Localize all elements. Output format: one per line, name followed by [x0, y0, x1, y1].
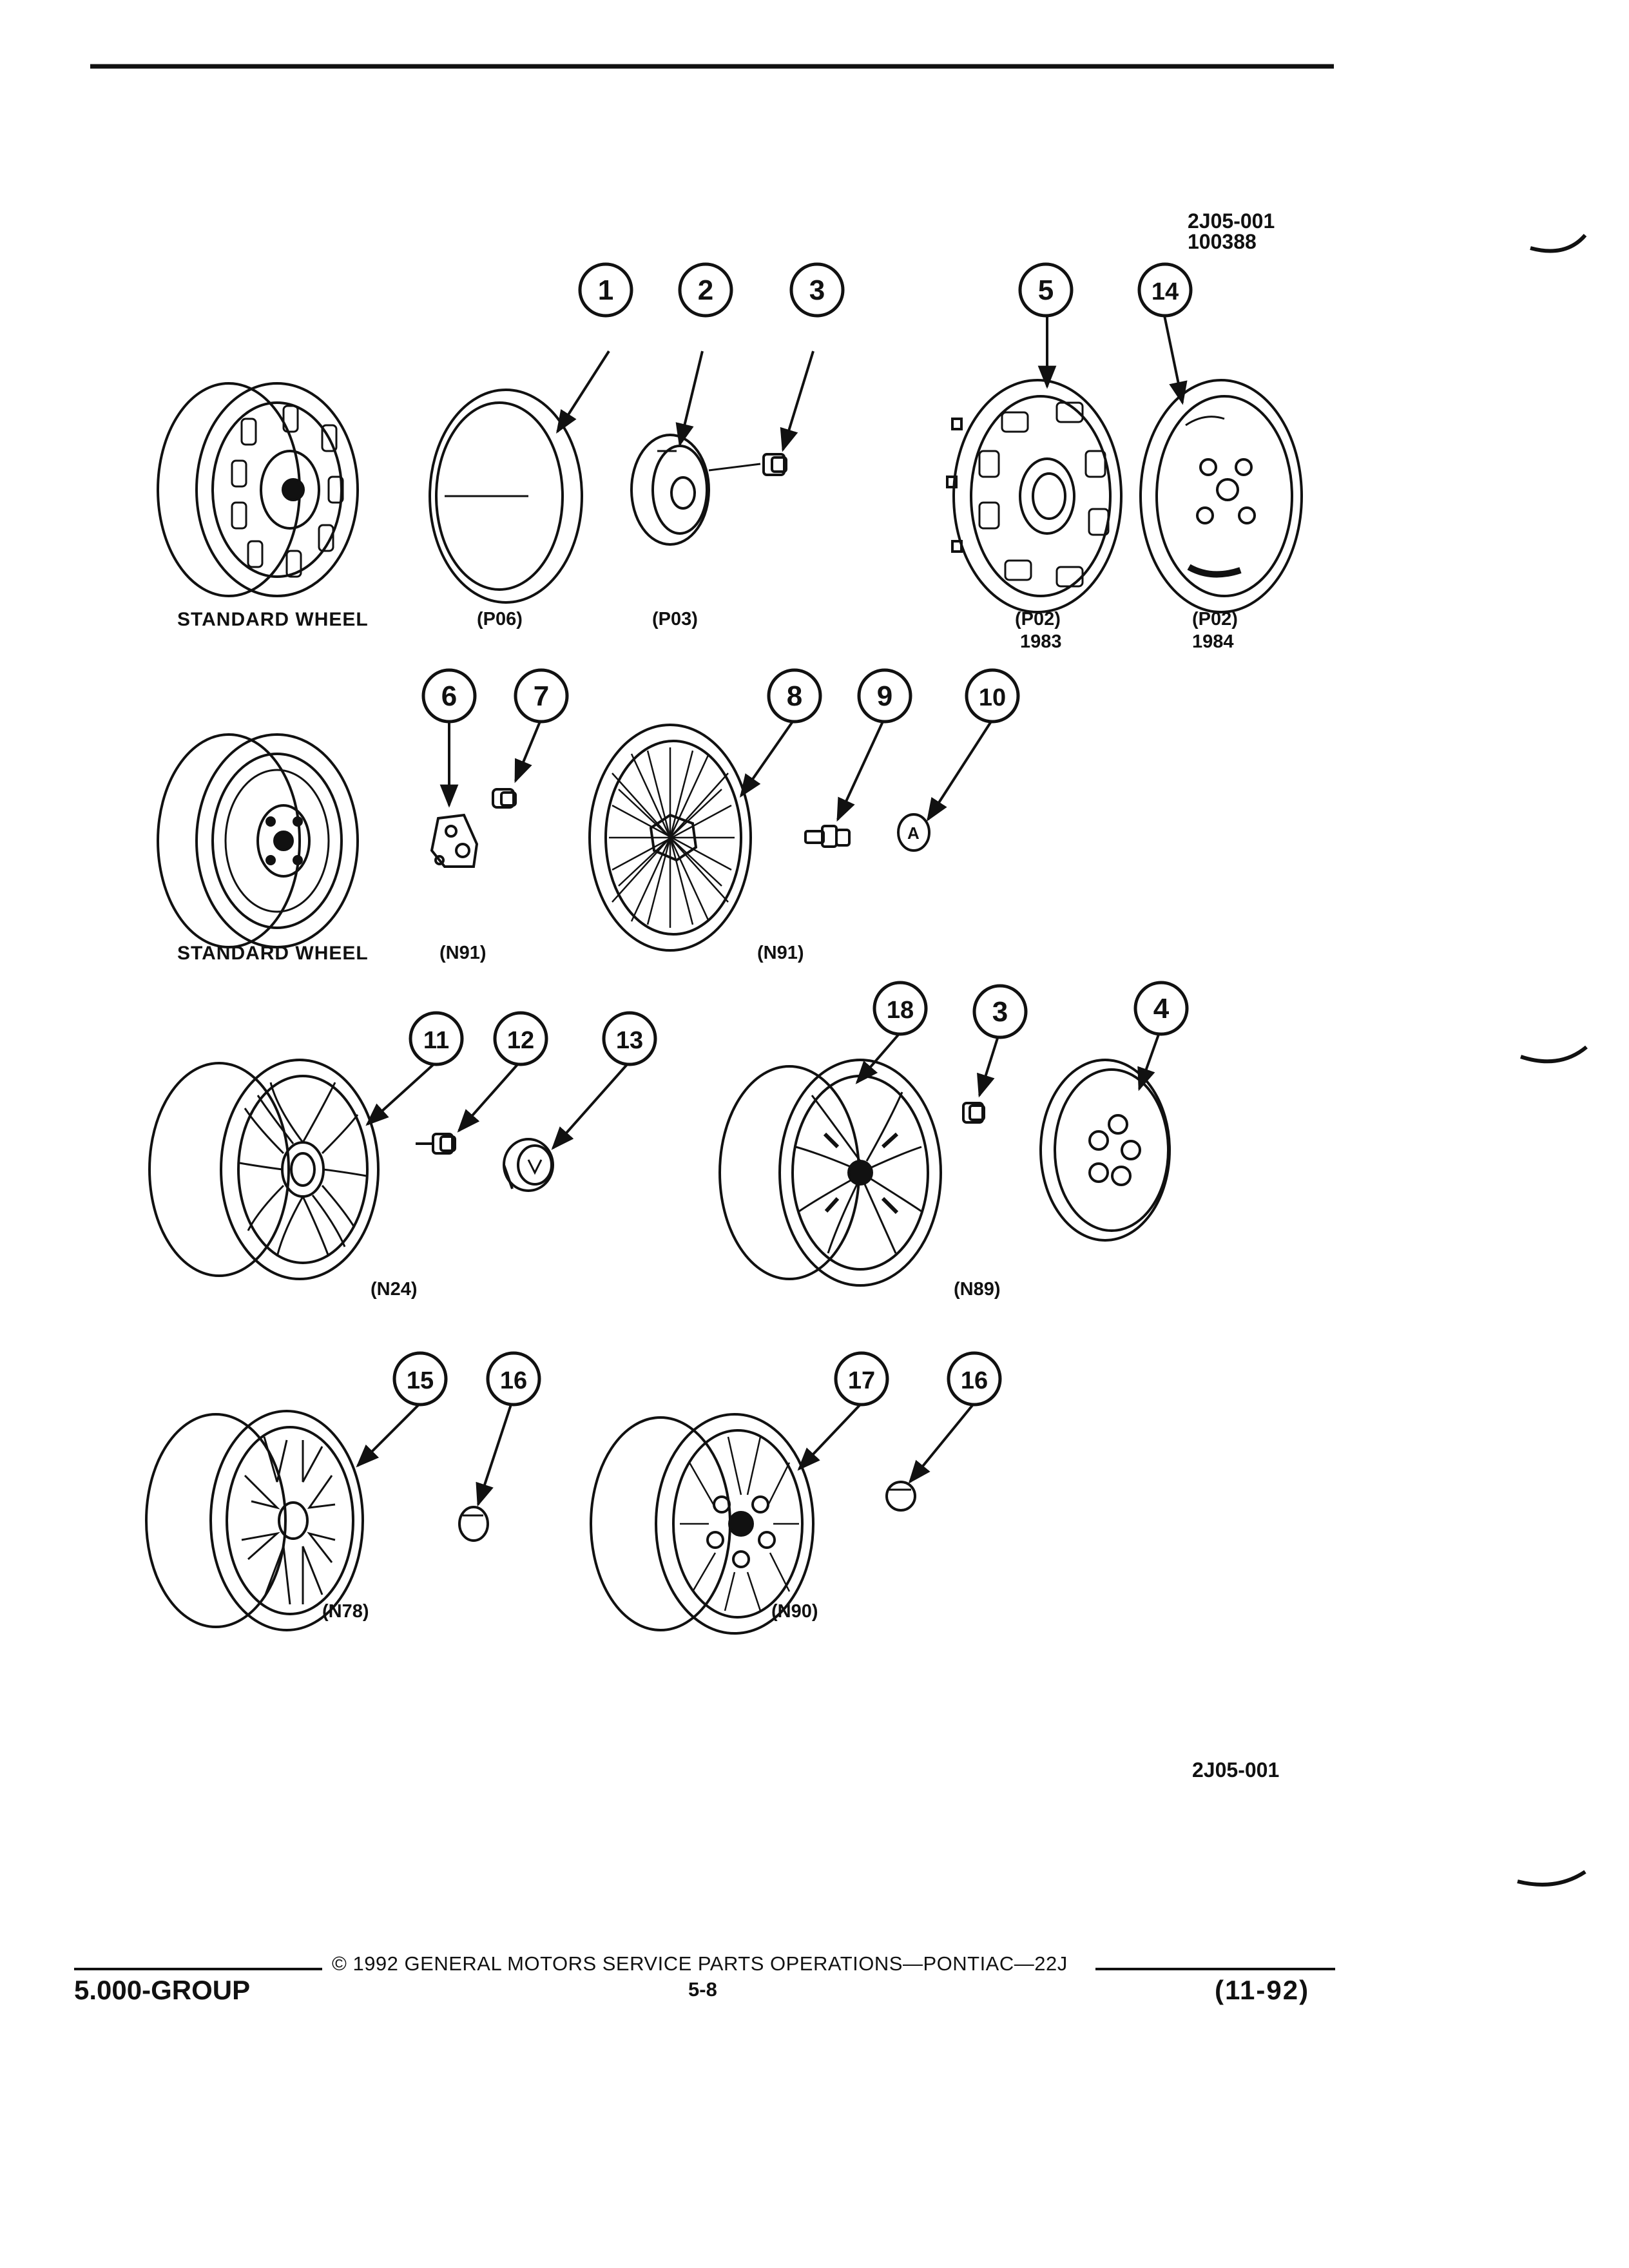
callout-number: 6: [441, 680, 457, 712]
callout-13: [602, 1011, 657, 1066]
lock-bolt-illustration: [804, 825, 851, 848]
hub-cap-illustration: [630, 434, 710, 546]
callout-number: 10: [979, 684, 1006, 711]
callout-8: [767, 668, 822, 724]
n90-wheel-illustration: [590, 1413, 815, 1635]
callout-number: 16: [961, 1367, 988, 1394]
callout-number: 17: [848, 1367, 875, 1394]
wire-wheel-cover-illustration: [588, 724, 752, 952]
wheel-nut-illustration-2: [962, 1102, 985, 1124]
callout-number: 4: [1153, 993, 1170, 1024]
callout-number: 11: [423, 1027, 449, 1054]
caption-n91-b: (N91): [757, 943, 804, 963]
callout-6: [421, 668, 477, 724]
caption-p02-1983: (P02): [1015, 609, 1061, 629]
callout-1: [578, 262, 633, 318]
center-cap-illustration: A: [897, 813, 930, 852]
caption-n90: (N90): [771, 1601, 818, 1622]
nut-illustration: [762, 453, 787, 476]
caption-n24: (N24): [371, 1279, 418, 1300]
footer-page-number: 5-8: [688, 1978, 717, 2001]
n78-wheel-illustration: [145, 1410, 364, 1631]
callout-9: [857, 668, 912, 724]
lock-nut-illustration: [492, 788, 517, 809]
callout-number: 12: [507, 1027, 534, 1054]
footer-date: (11-92): [1215, 1975, 1310, 2005]
callout-number: 15: [407, 1367, 434, 1394]
center-cap-small-illustration-2: [885, 1481, 916, 1512]
callout-number: 13: [616, 1027, 643, 1054]
n24-wheel-illustration: [148, 1059, 380, 1280]
callout-17: [834, 1351, 889, 1407]
callout-10: [965, 668, 1020, 724]
figure-ref-code: 2J05-001: [1188, 209, 1275, 233]
callout-number: 16: [500, 1367, 527, 1394]
callout-2: [678, 262, 733, 318]
callout-number: 9: [877, 680, 892, 712]
footer-copyright: © 1992 GENERAL MOTORS SERVICE PARTS OPER…: [332, 1952, 1068, 1975]
caption-standard-wheel-2: STANDARD WHEEL: [177, 943, 369, 964]
edge-mark: [1517, 1870, 1586, 1887]
callout-3b: [972, 984, 1028, 1039]
center-cap-small-illustration: [458, 1506, 489, 1542]
callout-number: 14: [1152, 278, 1179, 305]
callout-number: 1: [598, 274, 613, 306]
n89-wheel-illustration: [718, 1059, 942, 1287]
callout-number: 3: [809, 274, 825, 306]
caption-p03: (P03): [652, 609, 698, 629]
hub-cap-small-illustration: [503, 1138, 554, 1192]
callout-11: [409, 1011, 464, 1066]
callout-number: 3: [992, 996, 1008, 1028]
callout-number: 5: [1038, 274, 1054, 306]
callout-3: [789, 262, 845, 318]
caption-n91-a: (N91): [439, 943, 487, 963]
edge-mark: [1520, 1045, 1588, 1064]
bracket-illustration: [430, 813, 479, 868]
callout-number: 18: [887, 997, 914, 1024]
callout-18: [872, 981, 928, 1036]
svg-text:A: A: [907, 823, 920, 843]
figure-ref-number: 100388: [1188, 230, 1257, 253]
caption-p02-1984: (P02): [1192, 609, 1238, 629]
callout-16: [486, 1351, 541, 1407]
wheel-nut-illustration: [416, 1133, 456, 1155]
trim-ring-illustration: [429, 389, 583, 604]
wheel-cover-1984-illustration: [1139, 379, 1303, 613]
callout-12: [493, 1011, 548, 1066]
wheel-cover-1983-illustration: [946, 379, 1123, 613]
figure-bottom-code: 2J05-001: [1192, 1758, 1280, 1782]
standard-wheel-illustration: [157, 382, 359, 597]
caption-standard-wheel: STANDARD WHEEL: [177, 609, 369, 630]
caption-p06: (P06): [477, 609, 523, 629]
standard-wheel-illustration-2: [157, 733, 359, 948]
callout-number: 7: [534, 680, 549, 712]
callout-7: [514, 668, 569, 724]
callout-4: [1133, 981, 1189, 1036]
callout-5: [1018, 262, 1074, 318]
edge-mark: [1530, 233, 1587, 253]
callout-14: [1137, 262, 1193, 318]
callout-number: 2: [698, 274, 713, 306]
caption-n89: (N89): [954, 1279, 1001, 1300]
callout-number: 8: [787, 680, 802, 712]
caption-year-1984: 1984: [1192, 631, 1234, 652]
footer-group: 5.000-GROUP: [74, 1975, 251, 2005]
callout-16b: [947, 1351, 1002, 1407]
caption-n78: (N78): [322, 1601, 369, 1622]
caption-year-1983: 1983: [1020, 631, 1062, 652]
center-cap-large-illustration: [1039, 1059, 1171, 1242]
callout-15: [392, 1351, 448, 1407]
